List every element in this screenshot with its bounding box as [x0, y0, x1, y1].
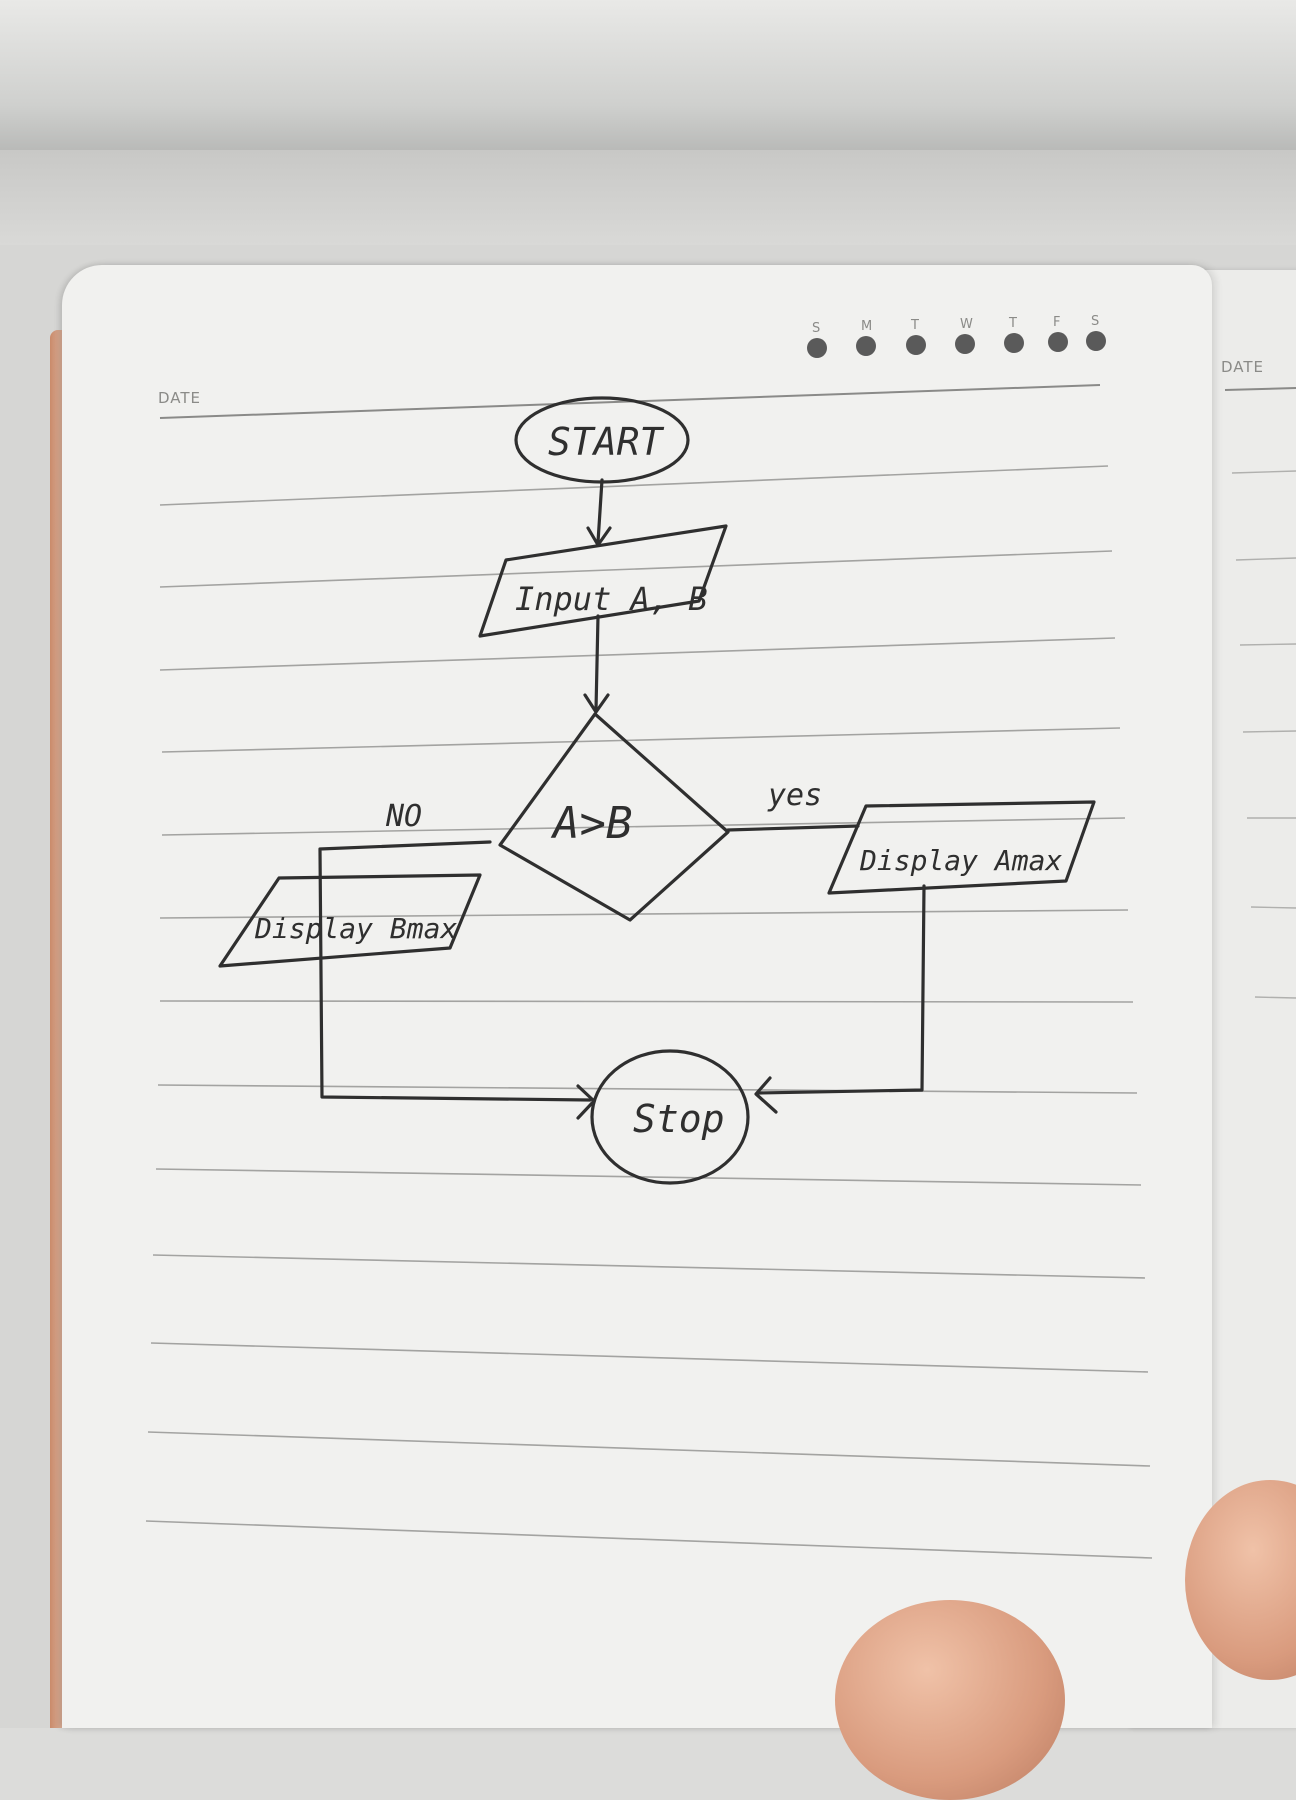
input-parallelogram — [478, 524, 728, 638]
background-shelf — [0, 150, 1296, 245]
weekday-letter: M — [861, 319, 872, 334]
weekday-dot — [906, 335, 926, 355]
yes-to-stop-line — [756, 884, 926, 1095]
date-label: DATE — [158, 389, 201, 407]
decision-label: A>B — [550, 798, 632, 849]
weekday-letter: F — [1053, 315, 1060, 330]
start-to-input-arrow — [596, 478, 604, 544]
yes-branch-line — [726, 824, 860, 832]
flowchart — [218, 396, 1096, 1185]
right-date-label: DATE — [1221, 358, 1264, 376]
weekday-dot — [1048, 332, 1068, 352]
no-output-label: Display Bmax — [254, 912, 457, 945]
background-wall — [0, 0, 1296, 150]
no-branch-label: NO — [385, 799, 422, 834]
decision-diamond — [498, 712, 730, 922]
yes-branch-label: yes — [767, 778, 822, 813]
weekday-letter: T — [910, 318, 919, 333]
finger-bottom — [835, 1600, 1065, 1800]
yes-output-label: Display Amax — [859, 844, 1062, 877]
start-label: START — [548, 420, 665, 464]
weekday-letter: S — [812, 321, 820, 336]
weekday-dot — [955, 334, 975, 354]
weekday-dot — [1004, 333, 1024, 353]
stop-label: Stop — [633, 1097, 725, 1141]
weekday-dot — [1086, 331, 1106, 351]
stop-terminal — [590, 1049, 750, 1185]
flowchart-labels: START Input A, B A>B yes NO Display Amax… — [254, 420, 1062, 1141]
weekday-letter: W — [960, 317, 973, 332]
right-page-lines — [1231, 470, 1296, 999]
weekday-letter: S — [1091, 314, 1099, 329]
ruled-lines — [145, 465, 1153, 1559]
weekday-letter: T — [1008, 316, 1017, 331]
input-label: Input A, B — [515, 580, 708, 618]
input-to-decision-arrow — [594, 614, 600, 712]
no-to-stop-line — [318, 840, 592, 1102]
yes-to-stop-arrowhead — [754, 1076, 778, 1114]
yes-output-parallelogram — [827, 800, 1096, 895]
input-to-decision-arrowhead — [583, 693, 610, 714]
weekday-dot — [807, 338, 827, 358]
no-output-parallelogram — [218, 873, 482, 968]
weekday-dot — [856, 336, 876, 356]
notebook-drawing: DATE DATE S M T W T F S — [145, 314, 1296, 1559]
right-date-line — [1224, 387, 1296, 391]
notebook-left-page — [62, 265, 1212, 1728]
